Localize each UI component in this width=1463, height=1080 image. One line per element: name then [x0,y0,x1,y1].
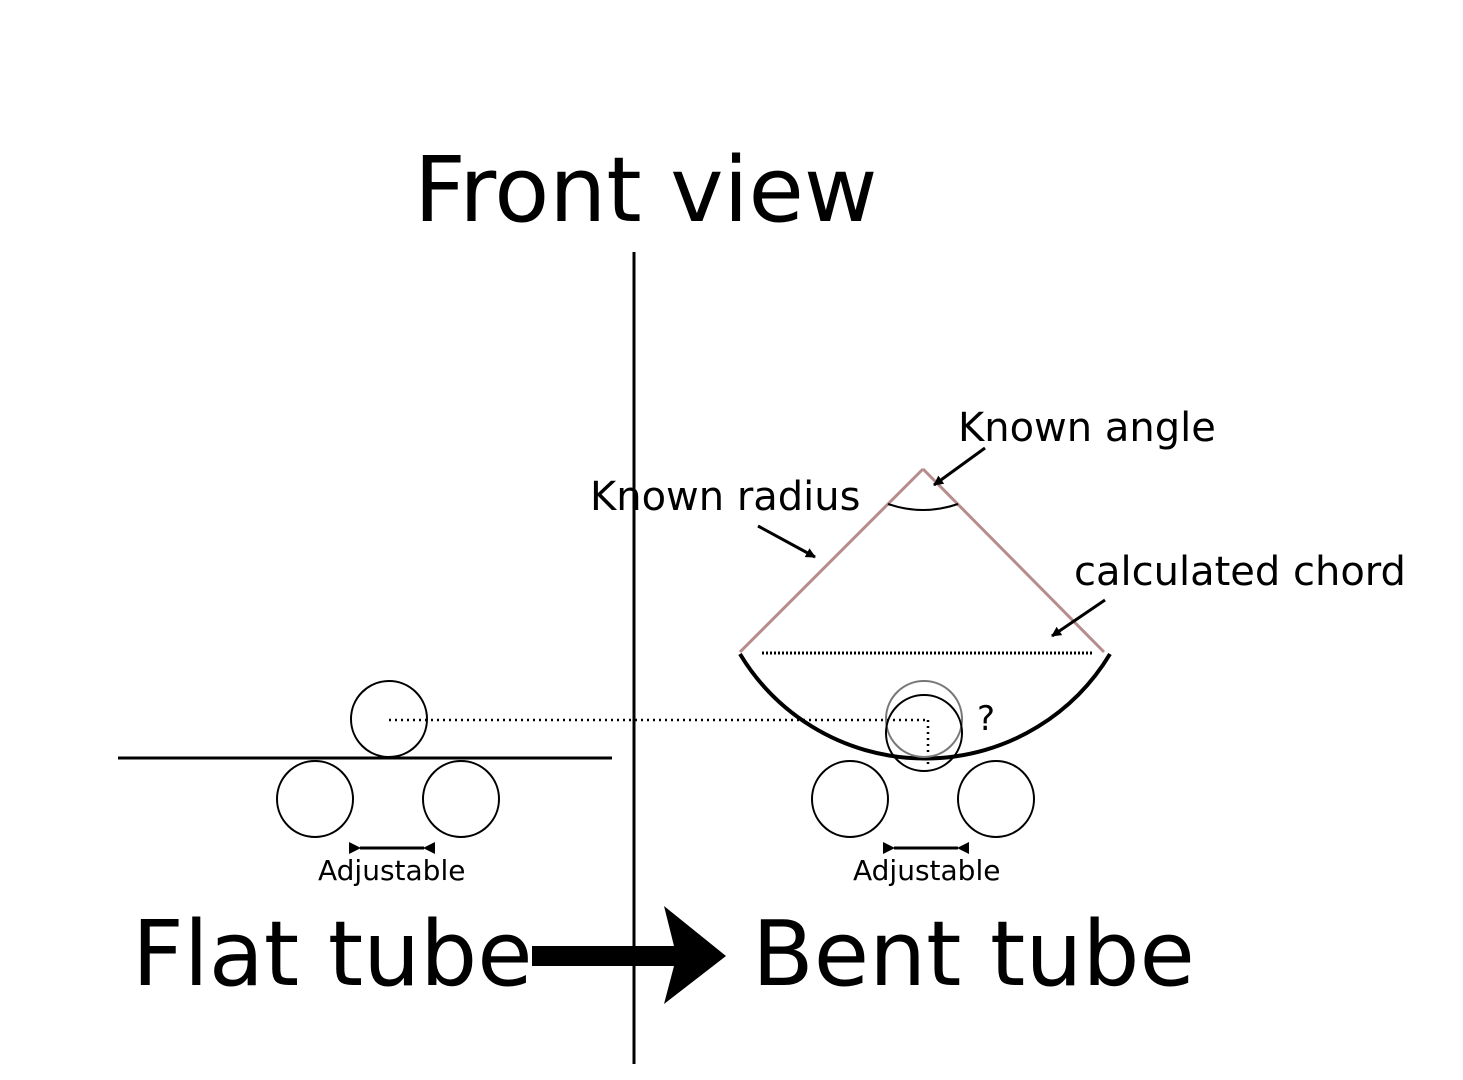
bent-tube-label: Bent tube [752,902,1195,1007]
right-bottom-roller-2 [957,760,1035,838]
top-roller-original-position [885,680,963,758]
known-angle-label: Known angle [958,405,1216,451]
flat-tube-label: Flat tube [132,902,533,1007]
right-bottom-roller-1 [811,760,889,838]
calculated-chord-pointer [1051,598,1106,638]
known-radius-label: Known radius [590,474,861,520]
calculated-chord-label: calculated chord [1074,549,1406,595]
known-angle-pointer [933,446,986,487]
diagram-title: Front view [414,138,878,243]
left-radius-line [738,467,925,654]
left-bottom-roller-2 [422,760,500,838]
known-radius-pointer [757,524,816,559]
bent-tube-arc [738,652,1112,761]
top-roller-lowered-position [885,694,963,772]
angle-arc [887,503,959,511]
left-bottom-roller-1 [276,760,354,838]
right-adjustable-label: Adjustable [853,854,1000,887]
transition-arrow-icon [532,906,726,1004]
left-adjustable-label: Adjustable [318,854,465,887]
unknown-displacement-mark: ? [977,699,995,739]
